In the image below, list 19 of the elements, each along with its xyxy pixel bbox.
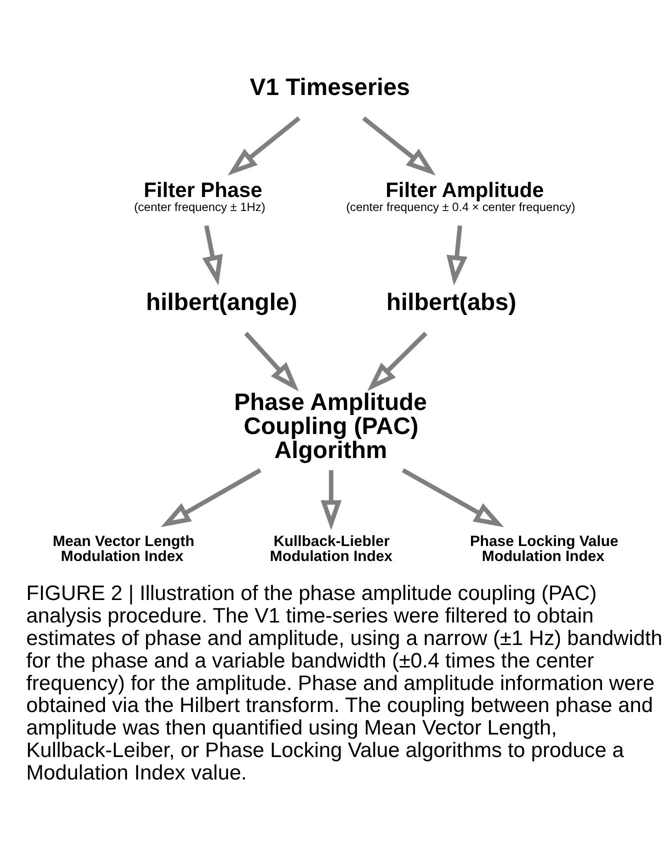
node-text: Mean Vector Length Modulation Index <box>52 532 194 565</box>
node-text: hilbert(abs) <box>386 288 516 316</box>
arrow <box>202 224 223 285</box>
node-text: V1 Timeseries <box>250 74 410 101</box>
arrow <box>320 470 342 530</box>
node-text: Phase Amplitude Coupling (PAC) Algorithm <box>234 388 427 464</box>
caption: FIGURE 2 | Illustration of the phase amplitude coupling (PAC) analysis procedure. The V1 time-series were filtered to obtain estimates of phase and amplitude, using a narrow (±1 Hz) bandwidth for the phase and a variable bandwidth (±0.4 times the center frequency) for the amplitude. Phase and amplitude information were obtained via the Hilbert transform. The coupling between phase and amplitude was then quantified using Mean Vector Length, Kullback-Leiber, or Phase Locking Value algorithms to produce a Modulation Index value. <box>26 582 662 784</box>
node-text: hilbert(angle) <box>146 288 298 316</box>
arrow <box>244 331 299 391</box>
arrow <box>367 331 428 391</box>
arrow <box>228 116 300 176</box>
arrow <box>402 468 504 527</box>
arrow <box>446 224 468 286</box>
node-text: Phase Locking Value Modulation Index <box>470 532 618 565</box>
node-text: Filter Amplitude (center frequency ± 0.4 × center frequency) <box>346 178 576 214</box>
node-text: Kullback-Liebler Modulation Index <box>270 532 392 565</box>
arrow <box>160 468 262 527</box>
arrow <box>362 116 436 176</box>
node-text: Filter Phase (center frequency ± 1Hz) <box>134 178 266 214</box>
